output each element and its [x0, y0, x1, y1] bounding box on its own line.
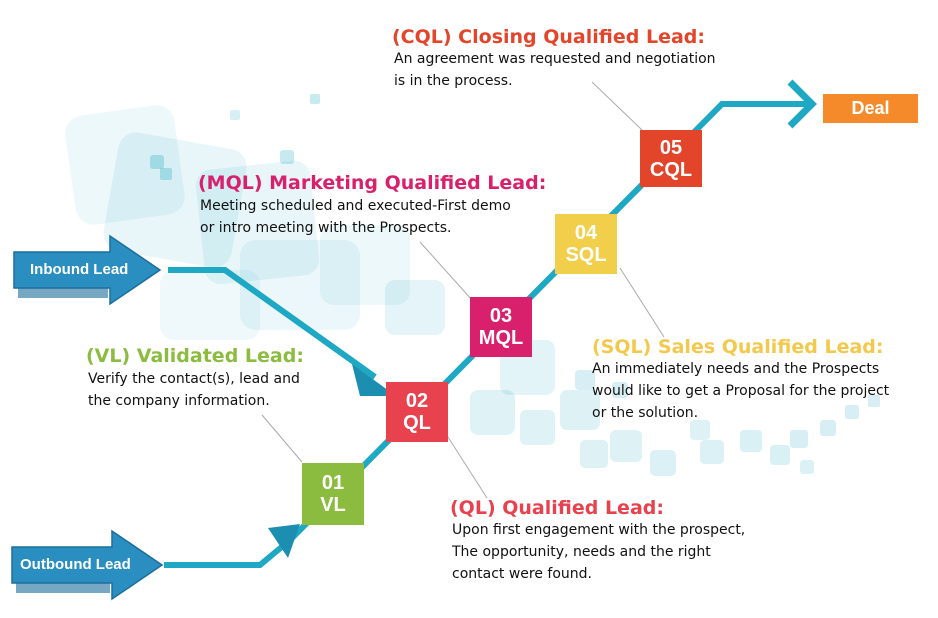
description-line: Upon first engagement with the prospect,: [452, 522, 746, 538]
bg-square: [320, 225, 410, 305]
ql-title: (QL) Qualified Lead:: [450, 497, 664, 519]
stage-box-vl: [302, 463, 364, 525]
description-line: The opportunity, needs and the right: [452, 544, 711, 560]
stage-box-mql: [470, 297, 532, 357]
stage-abbr: SQL: [565, 244, 607, 266]
deal-box: [823, 94, 918, 123]
bg-square: [740, 430, 762, 452]
bg-square: [103, 132, 247, 268]
description-line: Meeting scheduled and executed-First dem…: [200, 198, 511, 214]
connector-vl: [261, 414, 303, 463]
bg-square: [195, 160, 320, 285]
connector-ql: [447, 436, 488, 499]
stage-abbr: VL: [320, 494, 346, 516]
background-squares: [65, 94, 880, 476]
stage-box-ql: [386, 382, 448, 442]
outbound-arrow-shadow: [16, 583, 110, 593]
bg-square: [520, 410, 555, 445]
bg-square: [150, 155, 164, 169]
bg-square: [800, 460, 814, 474]
inbound-arrow-shadow: [18, 288, 108, 298]
stage-number: 02: [405, 390, 429, 412]
cql-title: (CQL) Closing Qualified Lead:: [392, 26, 705, 48]
connector-sql: [619, 267, 665, 338]
description-line: is in the process.: [394, 73, 513, 89]
vl-title: (VL) Validated Lead:: [86, 345, 304, 367]
stage-vl: 01 VL: [302, 466, 364, 522]
stage-mql: 03 MQL: [470, 299, 532, 355]
bg-square: [700, 440, 724, 464]
bg-square: [310, 94, 320, 104]
bg-square: [845, 405, 859, 419]
mql-title: (MQL) Marketing Qualified Lead:: [198, 172, 547, 194]
bg-square: [560, 390, 600, 430]
stage-ql: 02 QL: [386, 384, 448, 440]
bg-square: [65, 105, 185, 225]
connector-cql: [591, 81, 643, 131]
connector-mql: [419, 241, 473, 301]
description-line: An immediately needs and the Prospects: [592, 361, 880, 377]
inbound-arrow[interactable]: [13, 234, 162, 306]
bg-square: [230, 110, 240, 120]
bg-square: [280, 150, 294, 164]
sql-description: An immediately needs and the Prospects w…: [592, 358, 889, 424]
connector-lines: [261, 81, 665, 499]
mql-description: Meeting scheduled and executed-First dem…: [200, 195, 511, 239]
stage-sql: 04 SQL: [555, 216, 617, 272]
ql-description: Upon first engagement with the prospect,…: [452, 519, 745, 585]
description-line: An agreement was requested and negotiati…: [394, 51, 716, 67]
vl-description: Verify the contact(s), lead and the comp…: [88, 368, 300, 412]
stage-number: 03: [489, 305, 513, 327]
stage-box-sql: [555, 214, 617, 274]
outbound-path: [164, 537, 292, 568]
bg-square: [820, 420, 836, 436]
outbound-path-arrowhead: [268, 524, 300, 558]
bg-square: [470, 390, 515, 435]
stage-abbr: CQL: [649, 159, 693, 181]
description-line: Verify the contact(s), lead and: [88, 371, 300, 387]
stage-box-cql: [640, 130, 702, 187]
description-line: the company information.: [88, 393, 270, 409]
stage-abbr: MQL: [478, 327, 524, 349]
bg-square: [612, 382, 628, 398]
sql-title: (SQL) Sales Qualified Lead:: [592, 336, 884, 358]
bg-square: [770, 445, 790, 465]
deal-arrowhead: [787, 79, 817, 129]
bg-square: [690, 420, 710, 440]
bg-square: [575, 370, 595, 390]
bg-square: [385, 280, 445, 335]
stage-cql: 05 CQL: [640, 131, 702, 187]
bg-square: [650, 450, 676, 476]
stage-number: 01: [321, 472, 345, 494]
bg-square: [240, 240, 360, 330]
stage-number: 05: [659, 137, 683, 159]
bg-square: [868, 395, 880, 407]
description-line: contact were found.: [452, 566, 592, 582]
inbound-path-arrowhead: [352, 364, 396, 396]
main-path: [287, 101, 812, 543]
bg-square: [580, 440, 608, 468]
description-line: would like to get a Proposal for the pro…: [592, 383, 890, 399]
cql-description: An agreement was requested and negotiati…: [394, 48, 716, 92]
bg-square: [160, 270, 260, 340]
bg-square: [790, 430, 808, 448]
stage-number: 04: [574, 222, 598, 244]
description-line: or intro meeting with the Prospects.: [200, 220, 452, 236]
deal-label: Deal: [851, 98, 890, 118]
description-line: or the solution.: [592, 405, 699, 421]
outbound-lead-label: Outbound Lead: [20, 556, 131, 573]
bg-square: [160, 168, 172, 180]
inbound-path: [168, 267, 377, 380]
outbound-arrow[interactable]: [11, 529, 164, 601]
inbound-lead-label: Inbound Lead: [30, 261, 129, 278]
bg-square: [610, 430, 642, 462]
stage-abbr: QL: [403, 412, 431, 434]
